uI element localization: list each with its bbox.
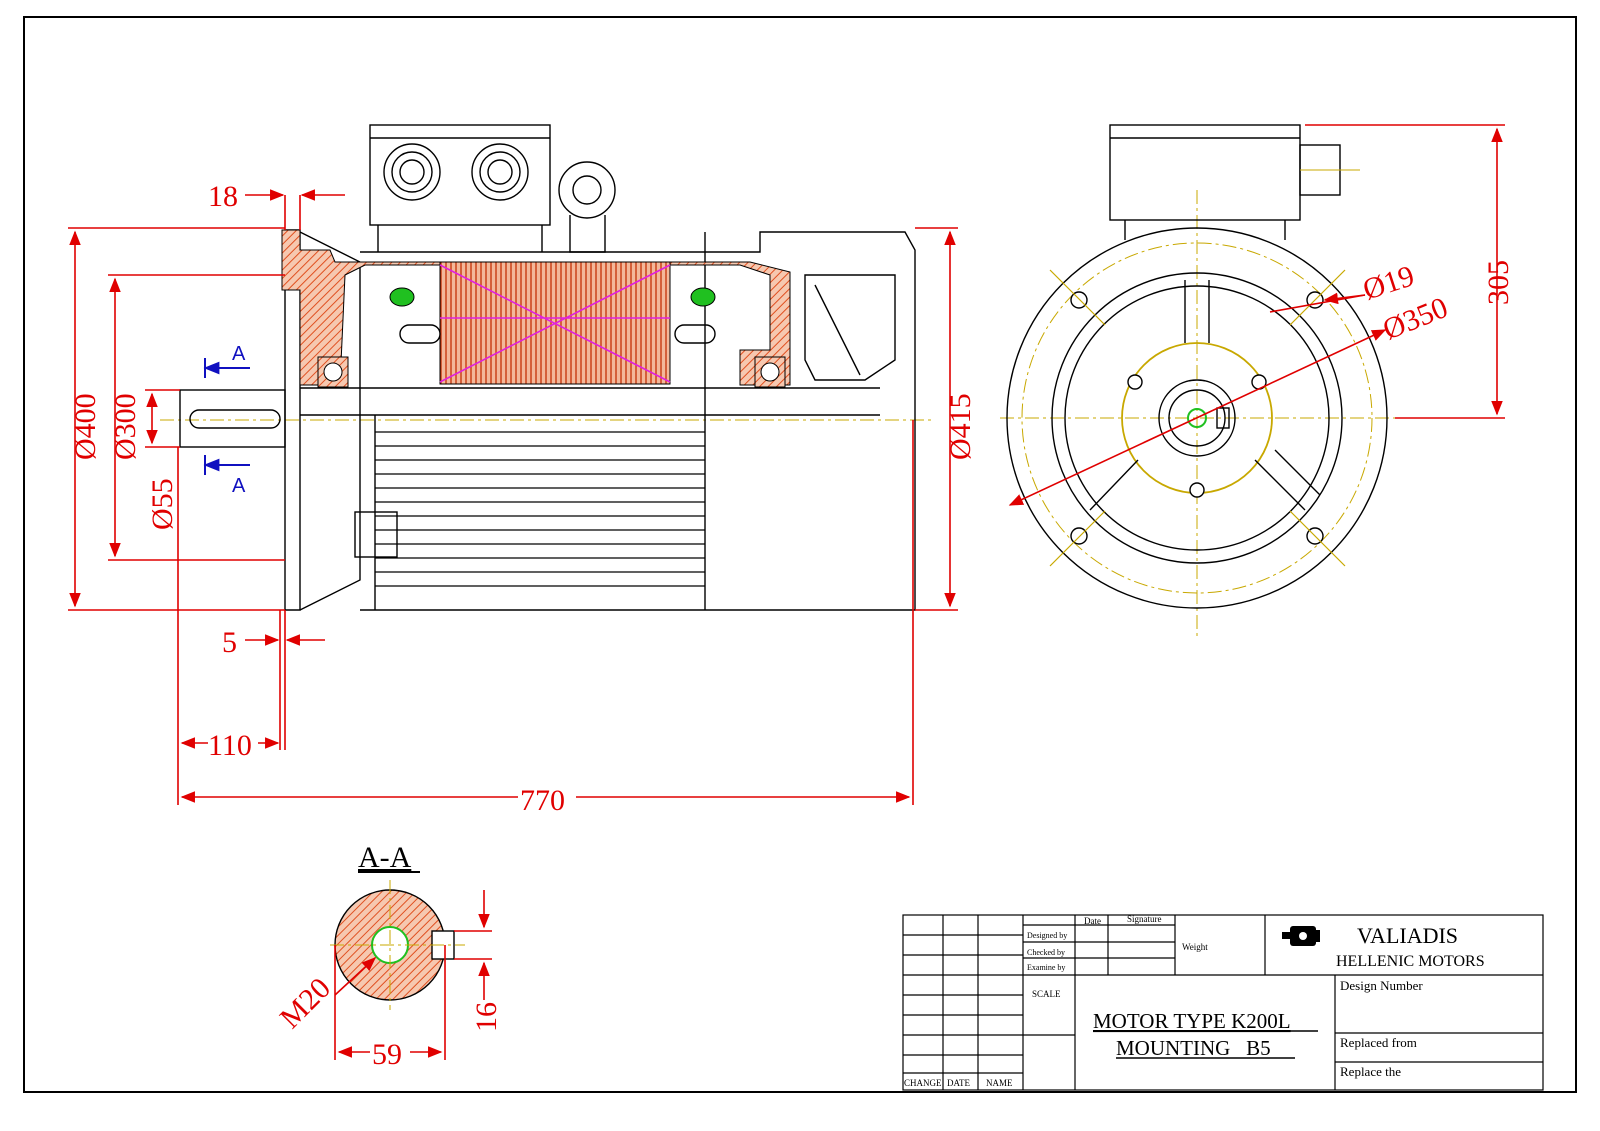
bearing-green-rear (690, 287, 716, 307)
svg-text:VALIADIS: VALIADIS (1357, 923, 1458, 948)
dim-spigot-depth: 5 (222, 610, 325, 750)
ground-terminal (354, 511, 398, 558)
svg-text:18: 18 (208, 180, 238, 213)
dim-spigot-dia: Ø300 (108, 274, 285, 561)
terminal-box (369, 124, 551, 252)
end-terminal-box (1109, 124, 1301, 221)
section-a-a: A-A M20 59 16 (274, 841, 503, 1071)
section-marker-a-top: A (203, 343, 250, 378)
svg-text:Replaced from: Replaced from (1340, 1035, 1417, 1050)
svg-text:DATE: DATE (947, 1078, 970, 1088)
dim-terminal-height: 305 (1305, 124, 1515, 419)
company-logo-icon (1282, 926, 1320, 946)
svg-text:SCALE: SCALE (1032, 989, 1061, 999)
title-block (902, 914, 1544, 1091)
winding-lines (439, 264, 671, 383)
svg-text:A: A (232, 475, 246, 497)
section-marker-a-bottom: A (203, 455, 250, 497)
svg-text:A: A (232, 343, 246, 365)
svg-text:Ø19: Ø19 (1359, 259, 1418, 306)
svg-text:305: 305 (1482, 260, 1515, 305)
flange-body (299, 231, 361, 611)
dim-shaft-dia: Ø55 (145, 389, 180, 530)
dim-shaft-length: 110 (177, 447, 280, 805)
drawing-title-line1: MOTOR TYPE K200L (1093, 1009, 1291, 1033)
svg-text:5: 5 (222, 626, 237, 659)
svg-text:16: 16 (470, 1002, 503, 1032)
svg-text:770: 770 (520, 784, 565, 817)
svg-text:Ø300: Ø300 (109, 393, 142, 460)
svg-text:Checked by: Checked by (1027, 948, 1065, 957)
svg-text:59: 59 (372, 1038, 402, 1071)
svg-text:Signature: Signature (1127, 914, 1162, 924)
drawing-title-line2: MOUNTING B5 (1116, 1036, 1271, 1060)
svg-text:CHANGE: CHANGE (904, 1078, 942, 1088)
shaft (179, 389, 286, 448)
dim-key-width: 16 (454, 890, 503, 1032)
fan-cover (804, 274, 896, 381)
svg-text:M20: M20 (274, 972, 337, 1035)
svg-text:Designed by: Designed by (1027, 931, 1067, 940)
bearing-green-front (389, 287, 415, 307)
svg-text:110: 110 (208, 729, 252, 762)
svg-text:Date: Date (1084, 916, 1101, 926)
svg-text:Ø415: Ø415 (944, 393, 977, 460)
shaft-key (189, 409, 281, 429)
svg-text:Design Number: Design Number (1340, 978, 1423, 993)
section-title: A-A (358, 841, 412, 874)
cooling-fins (375, 431, 705, 587)
svg-text:NAME: NAME (986, 1078, 1013, 1088)
svg-text:Ø55: Ø55 (146, 478, 179, 530)
sheet-border (23, 16, 1577, 1093)
dim-flange-dia: Ø400 (68, 227, 285, 611)
side-view: A A 18 Ø400 Ø300 (68, 124, 977, 817)
svg-text:Replace the: Replace the (1340, 1064, 1401, 1079)
dim-flange-thickness: 18 (208, 180, 345, 230)
end-flange-outer (1006, 227, 1388, 609)
svg-text:Ø400: Ø400 (69, 393, 102, 460)
dim-bolt-hole: Ø19 (1269, 259, 1418, 313)
svg-text:HELLENIC MOTORS: HELLENIC MOTORS (1336, 953, 1485, 970)
end-view: Ø19 Ø350 305 (1000, 124, 1515, 640)
title-block-text: Date Signature Designed by Checked by Ex… (904, 914, 1485, 1088)
svg-text:Examine by: Examine by (1027, 963, 1065, 972)
svg-text:Weight: Weight (1182, 942, 1208, 952)
dim-total-length: 770 (180, 420, 914, 817)
dim-section-height: 59 (334, 945, 446, 1071)
dim-body-dia: Ø415 (915, 227, 977, 611)
bearing-front (317, 356, 349, 388)
lifting-eye (558, 161, 616, 253)
